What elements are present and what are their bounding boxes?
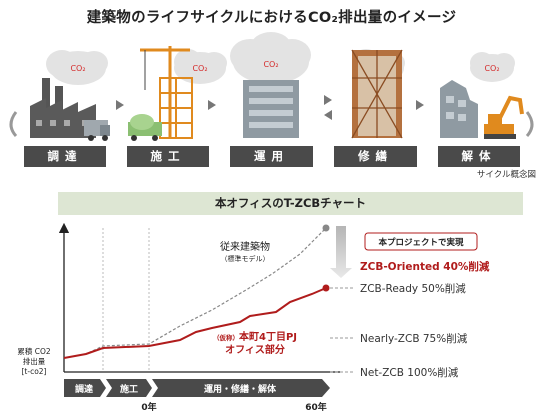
conventional-sublabel: （標準モデル） xyxy=(221,254,270,263)
co2-cloud: CO₂ xyxy=(470,52,515,82)
arrow-right-icon xyxy=(208,100,216,110)
phase-bar-operation-label: 運用・修繕・解体 xyxy=(204,383,277,395)
lifecycle-illustration: CO₂ CO₂ CO₂ CO₂ CO₂ xyxy=(9,32,534,141)
mixer-truck-icon xyxy=(128,114,162,141)
demolition-icon xyxy=(440,80,478,138)
project-endpoint xyxy=(322,284,330,292)
reduction-arrow-icon xyxy=(330,226,352,278)
excavator-icon xyxy=(484,95,524,139)
stage-demolition: 解体 xyxy=(438,146,520,167)
y-label-line2: 排出量 xyxy=(23,356,46,366)
co2-cloud: CO₂ xyxy=(174,49,227,84)
stage-operation: 運用 xyxy=(230,146,313,167)
phase-bar-procurement-label: 調達 xyxy=(75,383,93,395)
level-zcb-ready: ZCB-Ready 50%削減 xyxy=(360,282,466,295)
co2-cloud: CO₂ xyxy=(46,50,108,85)
x-tick-60: 60年 xyxy=(305,401,327,413)
callout-box xyxy=(364,232,478,251)
phase-bar-construction xyxy=(106,379,152,397)
project-line xyxy=(63,287,327,359)
phase-bar-operation xyxy=(152,379,330,397)
stage-procurement: 調達 xyxy=(24,146,106,167)
stage-construction: 施工 xyxy=(127,146,209,167)
project-label-name: 本町4丁目PJ xyxy=(239,330,297,343)
y-label-line3: [t-co2] xyxy=(22,367,47,376)
co2-label: CO₂ xyxy=(192,64,207,73)
y-label-line1: 累積 CO2 xyxy=(17,346,51,356)
conventional-endpoint xyxy=(322,224,330,232)
bidirectional-arrow-icon xyxy=(324,95,332,120)
co2-cloud: CO₂ xyxy=(230,32,311,84)
phase-bar-procurement xyxy=(64,379,106,397)
co2-label: CO₂ xyxy=(263,60,278,69)
project-label-prefix: （仮称） xyxy=(213,333,239,342)
level-zcb-oriented: ZCB-Oriented 40%削減 xyxy=(360,260,490,273)
arrow-right-icon xyxy=(416,100,424,110)
page-title: 建築物のライフサイクルにおけるCO₂排出量のイメージ xyxy=(86,10,457,26)
level-nearly-zcb: Nearly-ZCB 75%削減 xyxy=(360,332,468,345)
truck-icon xyxy=(84,120,110,141)
callout-text: 本プロジェクトで実現 xyxy=(378,237,464,248)
phase-bar-construction-label: 施工 xyxy=(120,383,138,395)
cycle-arrow-right-icon xyxy=(525,111,534,138)
stage-repair: 修繕 xyxy=(334,146,417,167)
level-net-zcb: Net-ZCB 100%削減 xyxy=(360,366,459,379)
project-label-line1: （仮称）本町4丁目PJ xyxy=(213,330,297,343)
construction-icon xyxy=(140,46,193,139)
scaffold-building-icon xyxy=(351,49,403,139)
project-label-line2: オフィス部分 xyxy=(225,343,285,356)
co2-label: CO₂ xyxy=(484,64,499,73)
cycle-arrow-left-icon xyxy=(9,111,18,138)
co2-label: CO₂ xyxy=(70,64,85,73)
cycle-caption: サイクル概念図 xyxy=(476,170,536,180)
chart-header: 本オフィスのT-ZCBチャート xyxy=(58,192,523,215)
office-building-icon xyxy=(243,80,299,138)
arrow-right-icon xyxy=(116,100,124,110)
conventional-label: 従来建築物 xyxy=(220,240,270,253)
x-tick-0: 0年 xyxy=(141,401,156,413)
tzcb-chart: 従来建築物 （標準モデル） （仮称）本町4丁目PJ オフィス部分 本プロジェクト… xyxy=(17,222,490,413)
